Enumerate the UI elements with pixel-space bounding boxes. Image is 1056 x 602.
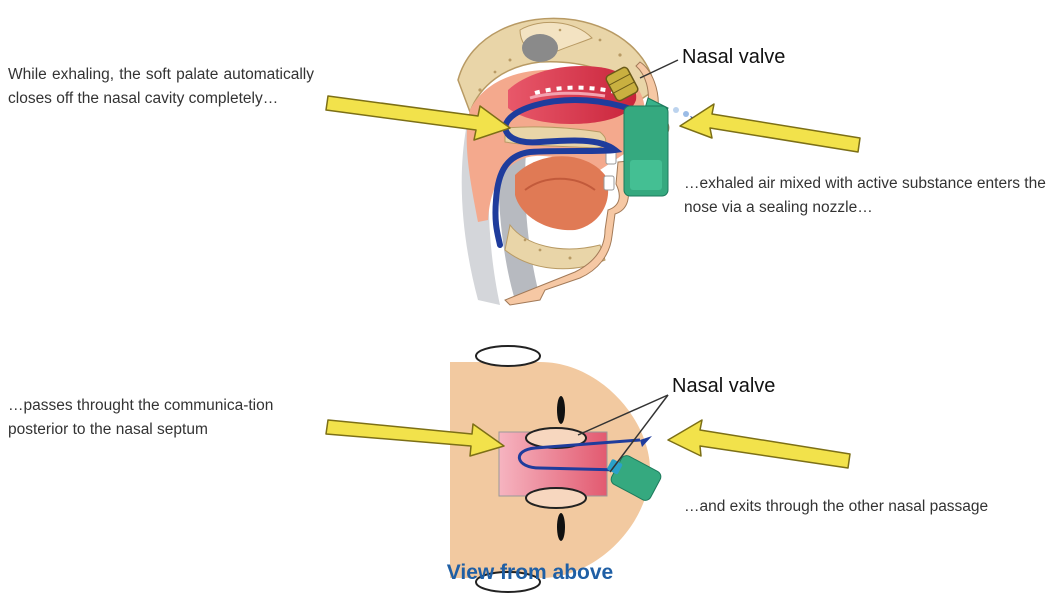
arrow-top-right <box>680 104 860 152</box>
annotation-bottom-right: …and exits through the other nasal passa… <box>684 495 1050 519</box>
annotation-top-right: …exhaled air mixed with active substance… <box>684 172 1056 220</box>
nasal-valve-label-bottom: Nasal valve <box>672 375 775 398</box>
nasal-device-top <box>624 98 668 196</box>
tongue <box>515 156 608 230</box>
annotation-bottom-left: …passes throught the communica-tion post… <box>8 394 313 442</box>
ear-top <box>476 346 540 366</box>
arrow-bottom-right <box>668 420 850 468</box>
annotation-top-left: While exhaling, the soft palate automati… <box>8 63 314 111</box>
head-cross-section <box>458 18 706 305</box>
nostril-bottom <box>526 488 586 508</box>
lower-teeth <box>604 176 614 190</box>
eye-bottom <box>557 513 565 541</box>
sinus-cavity <box>522 34 558 62</box>
head-top-view <box>450 346 663 592</box>
nasal-valve-label-top: Nasal valve <box>682 46 785 69</box>
eye-top <box>557 396 565 424</box>
view-caption: View from above <box>385 561 675 585</box>
